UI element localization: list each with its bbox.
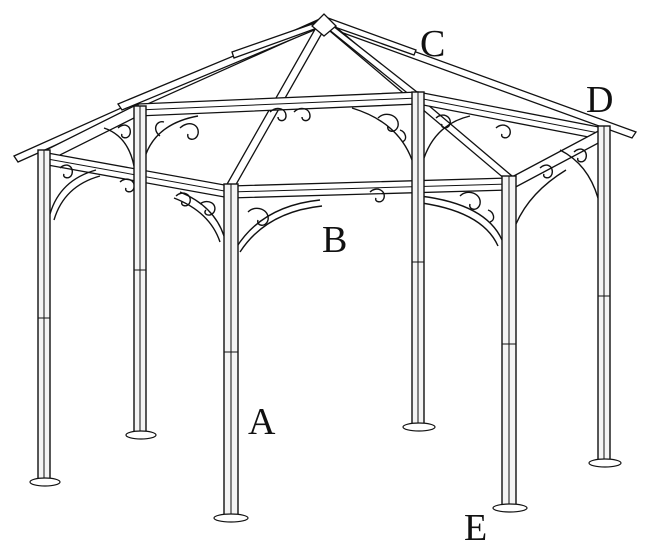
scroll-ornament [377, 113, 407, 143]
post-left [29, 149, 61, 487]
callout-a: A [248, 401, 276, 443]
callout-labels: A B C D E [248, 23, 613, 549]
callout-d: D [586, 79, 613, 121]
scroll-ornament [117, 124, 132, 139]
post-d [588, 125, 622, 468]
scroll-ornament [539, 148, 588, 179]
scroll-ornament [459, 191, 495, 223]
scroll-ornament [269, 107, 311, 122]
post-e [492, 175, 528, 513]
scroll-ornament [369, 188, 385, 203]
post-a [213, 183, 249, 523]
scroll-ornament [154, 121, 199, 140]
scroll-ornament [59, 164, 74, 179]
bracket-back-left [143, 115, 199, 161]
posts [29, 91, 622, 523]
bracket-e-left [419, 195, 503, 241]
bracket-a-left [179, 191, 225, 237]
post-back-right [402, 91, 436, 432]
roof-apex-cap [311, 13, 337, 37]
bracket-back-right [351, 107, 413, 161]
scroll-ornaments [59, 107, 588, 226]
corner-brackets [49, 107, 599, 253]
callout-c: C [420, 23, 445, 65]
scroll-ornament [199, 200, 269, 226]
bracket-e-right [515, 169, 567, 225]
bracket-d-post [559, 149, 599, 199]
post-back-left [125, 105, 157, 440]
beam-front-right [509, 126, 605, 192]
bracket-a-right [235, 199, 321, 249]
callout-b: B [322, 219, 347, 261]
bracket-left-post [49, 169, 97, 215]
callout-e: E [464, 507, 487, 549]
scroll-ornament [495, 124, 511, 139]
scroll-ornament [435, 114, 451, 129]
